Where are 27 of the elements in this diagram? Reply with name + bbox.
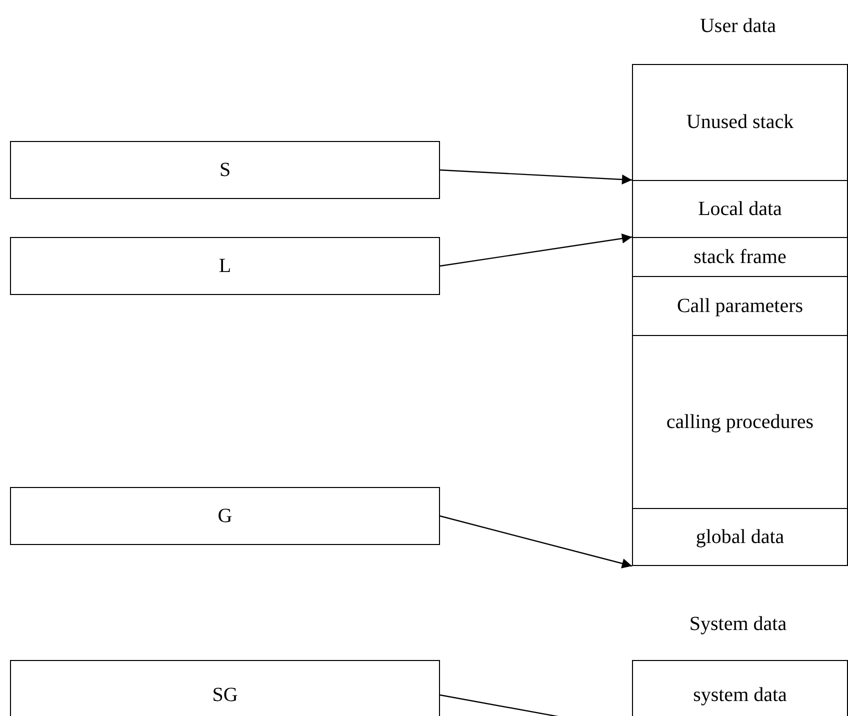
memory-box [10,237,440,295]
memory-box [632,237,848,277]
box-label: L [218,254,232,278]
section-heading: System data [689,613,787,636]
box-label: Local data [698,198,782,220]
memory-box [632,180,848,238]
box-label: calling procedures [666,410,814,434]
box-label: S [219,158,231,182]
memory-box [10,660,440,716]
memory-box [10,141,440,199]
memory-box [632,335,848,509]
memory-box [632,276,848,336]
memory-box [10,487,440,545]
box-label: stack frame [694,246,786,268]
memory-box [632,64,848,181]
box-label: G [218,504,232,528]
box-label: Call parameters [676,294,804,318]
memory-box [632,508,848,566]
arrow [440,169,632,184]
box-label: SG [212,684,238,706]
box-label: Unused stack [686,111,794,134]
arrow [440,234,632,267]
box-label: global data [696,526,784,548]
arrow [440,515,632,568]
section-heading: User data [700,15,776,38]
memory-box [632,660,848,716]
box-label: system data [693,684,787,706]
